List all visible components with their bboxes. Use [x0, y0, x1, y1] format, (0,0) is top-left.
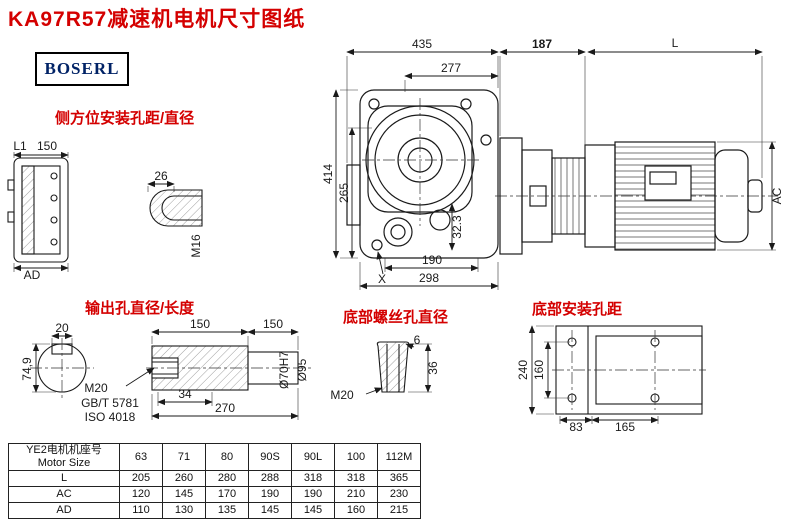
- table-cell: 288: [248, 470, 292, 487]
- table-col-header: 71: [162, 443, 206, 471]
- dim-M16: M16: [189, 234, 203, 258]
- dim-190: 190: [422, 253, 442, 267]
- table-row: L 205 260 280 288 318 318 365: [8, 470, 421, 487]
- brand-logo: BOSERL: [35, 52, 129, 86]
- dim-165: 165: [615, 420, 635, 434]
- dim-70H7: Ø70H7: [277, 351, 291, 389]
- label-M20-output: M20: [84, 381, 108, 395]
- dim-150-side: 150: [37, 139, 57, 153]
- table-cell: 190: [291, 486, 335, 503]
- table-header-cn: YE2电机机座号: [26, 444, 102, 456]
- table-col-header: 100: [334, 443, 378, 471]
- annotation-side-mount: 侧方位安装孔距/直径: [55, 110, 195, 127]
- dim-26: 26: [154, 169, 168, 183]
- dim-AC: AC: [770, 187, 784, 204]
- annotation-bottom-mount: 底部安装孔距: [532, 301, 623, 318]
- output-shaft-detail: [30, 338, 312, 398]
- table-cell: 230: [377, 486, 421, 503]
- dimension-texts: 435 187 L 277 414 265 AC 26 M16 L1 150 A…: [13, 36, 784, 434]
- dimension-lines: [13, 48, 776, 424]
- dim-32-3: 32.3: [450, 215, 464, 239]
- dim-435: 435: [412, 37, 432, 51]
- dim-187: 187: [532, 37, 552, 51]
- dim-83: 83: [569, 420, 583, 434]
- table-row-label: AD: [8, 502, 120, 519]
- dim-150-a: 150: [190, 317, 210, 331]
- table-header-row: YE2电机机座号 Motor Size 63 71 80 90S 90L 100…: [8, 443, 421, 471]
- table-cell: 145: [291, 502, 335, 519]
- table-cell: 365: [377, 470, 421, 487]
- table-cell: 135: [205, 502, 249, 519]
- dim-L: L: [672, 36, 679, 50]
- table-cell: 120: [119, 486, 163, 503]
- dim-277: 277: [441, 61, 461, 75]
- label-iso-4018: ISO 4018: [85, 410, 136, 424]
- table-header-en: Motor Size: [37, 457, 91, 469]
- bottom-mount-view: [552, 325, 706, 415]
- annotation-bottom-screw: 底部螺丝孔直径: [343, 309, 449, 326]
- dim-X: X: [378, 272, 386, 286]
- dim-270: 270: [215, 401, 235, 415]
- side-flange-view: [7, 157, 69, 263]
- table-cell: 160: [334, 502, 378, 519]
- table-row: AC 120 145 170 190 190 210 230: [8, 486, 421, 503]
- table-cell: 318: [334, 470, 378, 487]
- table-cell: 130: [162, 502, 206, 519]
- dim-20: 20: [55, 321, 69, 335]
- table-corner-header: YE2电机机座号 Motor Size: [8, 443, 120, 471]
- dim-265: 265: [337, 183, 351, 203]
- dim-240: 240: [516, 360, 530, 380]
- table-cell: 110: [119, 502, 163, 519]
- table-cell: 215: [377, 502, 421, 519]
- table-cell: 318: [291, 470, 335, 487]
- table-cell: 170: [205, 486, 249, 503]
- bottom-screw-detail: [376, 341, 410, 393]
- dim-95: Ø95: [295, 358, 309, 381]
- motor-side-view: [495, 137, 778, 255]
- table-col-header: 112M: [377, 443, 421, 471]
- dim-AD: AD: [24, 268, 41, 282]
- dim-34: 34: [178, 387, 192, 401]
- dim-6: 6: [414, 333, 421, 347]
- table-cell: 145: [162, 486, 206, 503]
- label-M20-bolt: M20: [330, 388, 354, 402]
- table-col-header: 90L: [291, 443, 335, 471]
- dim-L1: L1: [13, 139, 27, 153]
- table-cell: 145: [248, 502, 292, 519]
- table-row: AD 110 130 135 145 145 160 215: [8, 502, 421, 519]
- dim-298: 298: [419, 271, 439, 285]
- table-col-header: 90S: [248, 443, 292, 471]
- page-title: KA97R57减速机电机尺寸图纸: [8, 8, 306, 31]
- table-cell: 210: [334, 486, 378, 503]
- table-col-header: 80: [205, 443, 249, 471]
- annotation-output-hole: 输出孔直径/长度: [85, 300, 195, 317]
- table-cell: 205: [119, 470, 163, 487]
- dim-36: 36: [426, 361, 440, 375]
- table-col-header: 63: [119, 443, 163, 471]
- table-row-label: AC: [8, 486, 120, 503]
- dim-150-b: 150: [263, 317, 283, 331]
- table-cell: 280: [205, 470, 249, 487]
- dim-160: 160: [532, 360, 546, 380]
- dim-74-9: 74,9: [20, 357, 34, 381]
- label-gbt-5781: GB/T 5781: [81, 396, 139, 410]
- side-hole-shaft-detail: [149, 189, 203, 227]
- table-cell: 190: [248, 486, 292, 503]
- table-cell: 260: [162, 470, 206, 487]
- gearbox-front-view: [346, 89, 499, 259]
- table-row-label: L: [8, 470, 120, 487]
- dim-414: 414: [321, 164, 335, 184]
- motor-size-table: YE2电机机座号 Motor Size 63 71 80 90S 90L 100…: [8, 443, 421, 519]
